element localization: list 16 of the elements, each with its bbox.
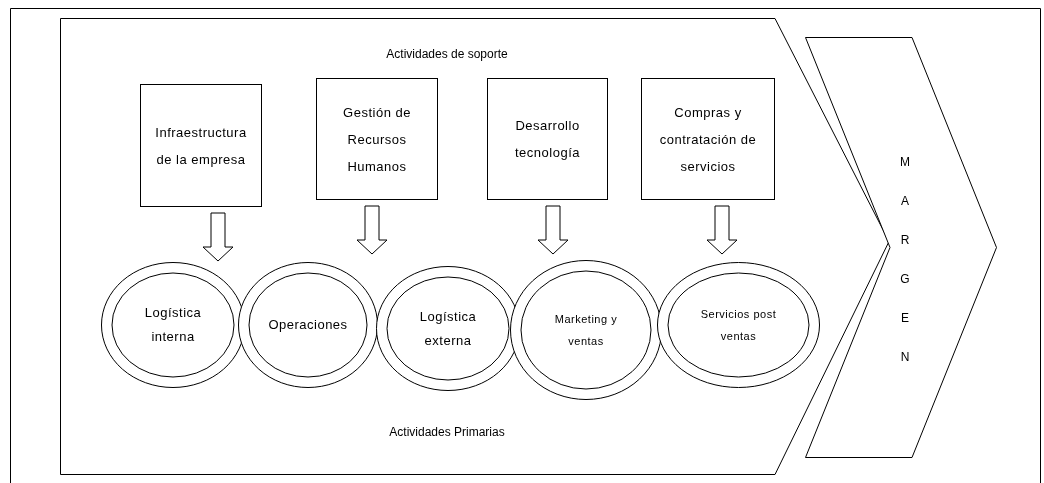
block-arrow bbox=[202, 212, 234, 262]
support-activity-box: Compras y contratación de servicios bbox=[641, 78, 775, 200]
support-activity-box: Desarrollo tecnología bbox=[487, 78, 608, 200]
block-arrow bbox=[706, 205, 738, 255]
section-heading: Actividades de soporte bbox=[386, 48, 508, 60]
activity-label: Marketing y ventas bbox=[553, 312, 619, 349]
support-activity-box: Gestión de Recursos Humanos bbox=[316, 78, 438, 200]
section-heading: Actividades Primarias bbox=[389, 426, 505, 438]
block-arrow bbox=[537, 205, 569, 255]
margin-label: MARGEN bbox=[899, 154, 911, 366]
activity-label: Logística externa bbox=[418, 307, 478, 350]
block-arrow bbox=[356, 205, 388, 255]
activity-label: Logística interna bbox=[143, 304, 203, 346]
support-activity-box: Infraestructura de la empresa bbox=[140, 84, 262, 207]
activity-label: Servicios post ventas bbox=[699, 307, 778, 344]
activity-label: Operaciones bbox=[268, 316, 348, 334]
